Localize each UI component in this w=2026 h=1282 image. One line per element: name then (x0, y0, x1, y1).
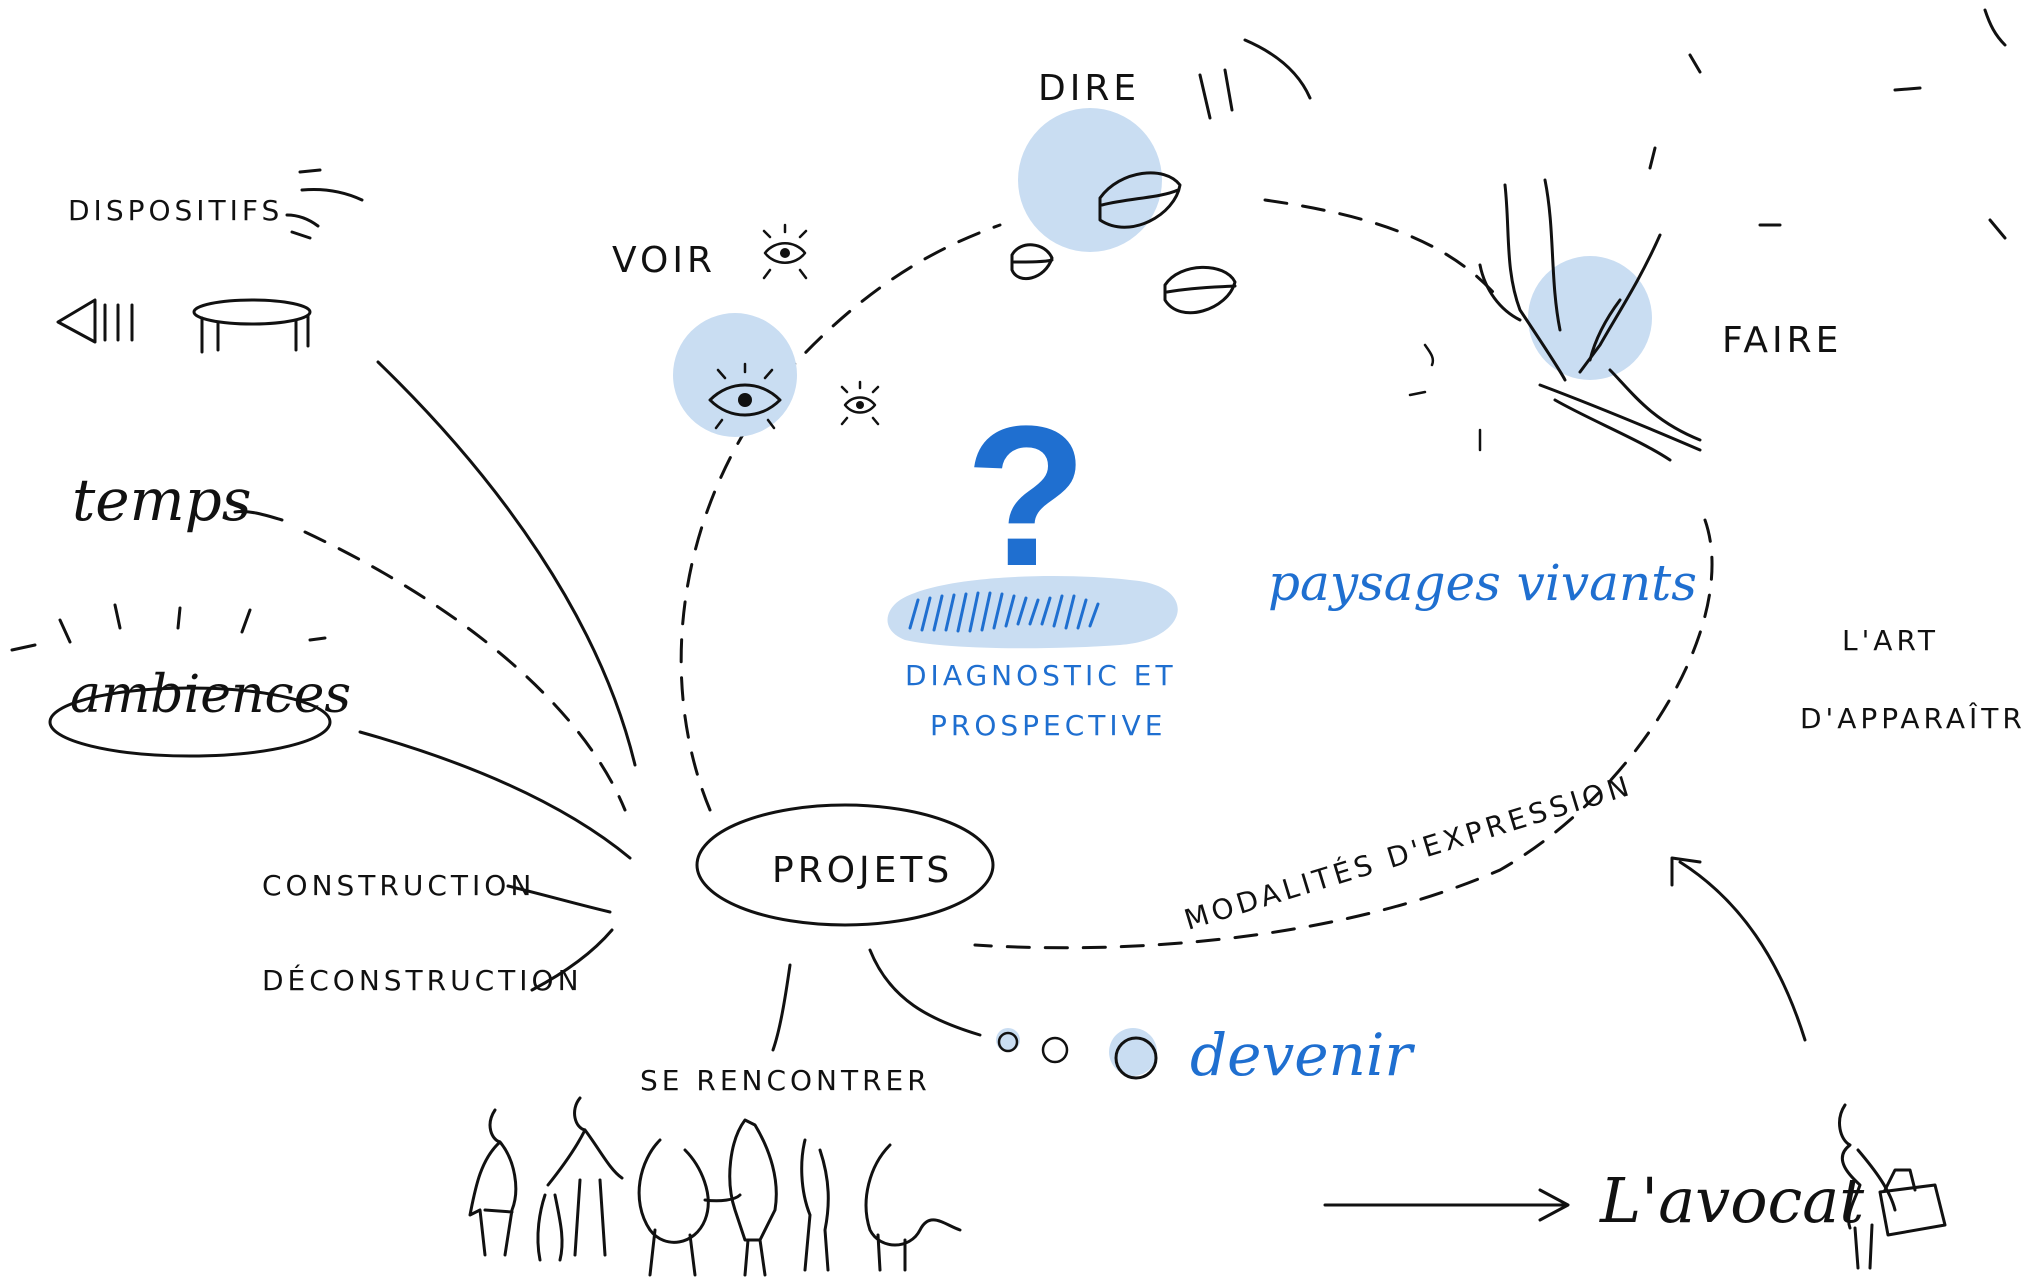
mouth-icon (1163, 265, 1237, 315)
projets-connectors (303, 360, 982, 1052)
dire-blob (1018, 108, 1162, 252)
ambiences-bubble (48, 686, 332, 758)
deconstruction-label: DÉCONSTRUCTION (262, 963, 583, 997)
art-label-line2: D'APPARAÎTRE (1800, 701, 2026, 735)
modalites-label: MODALITÉS D'EXPRESSION (1180, 768, 1636, 937)
eye-icon (840, 380, 880, 426)
lavocat-label: L'avocat (1599, 1164, 1864, 1237)
construction-label: CONSTRUCTION (262, 869, 535, 902)
dispositifs-label: DISPOSITIFS (68, 194, 283, 227)
devenir-label: devenir (1190, 1021, 1415, 1089)
temps-underline (233, 510, 284, 522)
diagnostic-label-line2: PROSPECTIVE (930, 709, 1167, 742)
people-icon (468, 1096, 962, 1277)
question-group: ? DIAGNOSTIC ET PROSPECTIVE (887, 385, 1178, 742)
speaker-icon (56, 298, 134, 344)
ambiences-label: ambiences (70, 665, 351, 725)
paysages-vivants-label: paysages vivants (1268, 554, 1697, 612)
ambiences-rays-icon (10, 603, 327, 652)
dire-group: DIRE (1010, 38, 1312, 315)
art-label-line1: L'ART (1842, 624, 1939, 657)
diagnostic-label-line1: DIAGNOSTIC ET (905, 659, 1177, 692)
projets-bubble (695, 803, 995, 927)
projets-label: PROJETS (772, 850, 953, 891)
faire-label: FAIRE (1722, 320, 1842, 361)
devenir-bubbles (996, 1028, 1158, 1080)
eye-icon (762, 223, 808, 280)
arrow-icon (1670, 856, 1807, 1042)
hands-icon (1408, 178, 1702, 462)
eye-icon (708, 362, 782, 430)
voir-label: VOIR (612, 240, 716, 281)
dispositifs-rays-icon (285, 168, 364, 240)
arrow-icon (1323, 1188, 1570, 1222)
sound-lines-icon (1198, 38, 1312, 120)
se-rencontrer-label: SE RENCONTRER (640, 1064, 931, 1097)
question-mark-icon: ? (965, 385, 1087, 608)
voir-blob (673, 313, 797, 437)
dire-label: DIRE (1038, 68, 1140, 109)
faire-blob (1528, 256, 1652, 380)
faire-group: FAIRE (1408, 178, 1842, 462)
sun-rays-icon (1648, 8, 2007, 240)
temps-label: temps (72, 466, 252, 534)
mouth-icon (1010, 243, 1054, 280)
mouth-icon (1098, 171, 1182, 229)
table-icon (192, 298, 312, 354)
person-with-bag-icon (1838, 1103, 1947, 1270)
hatch-lines (908, 591, 1100, 633)
voir-group: VOIR (612, 223, 880, 437)
